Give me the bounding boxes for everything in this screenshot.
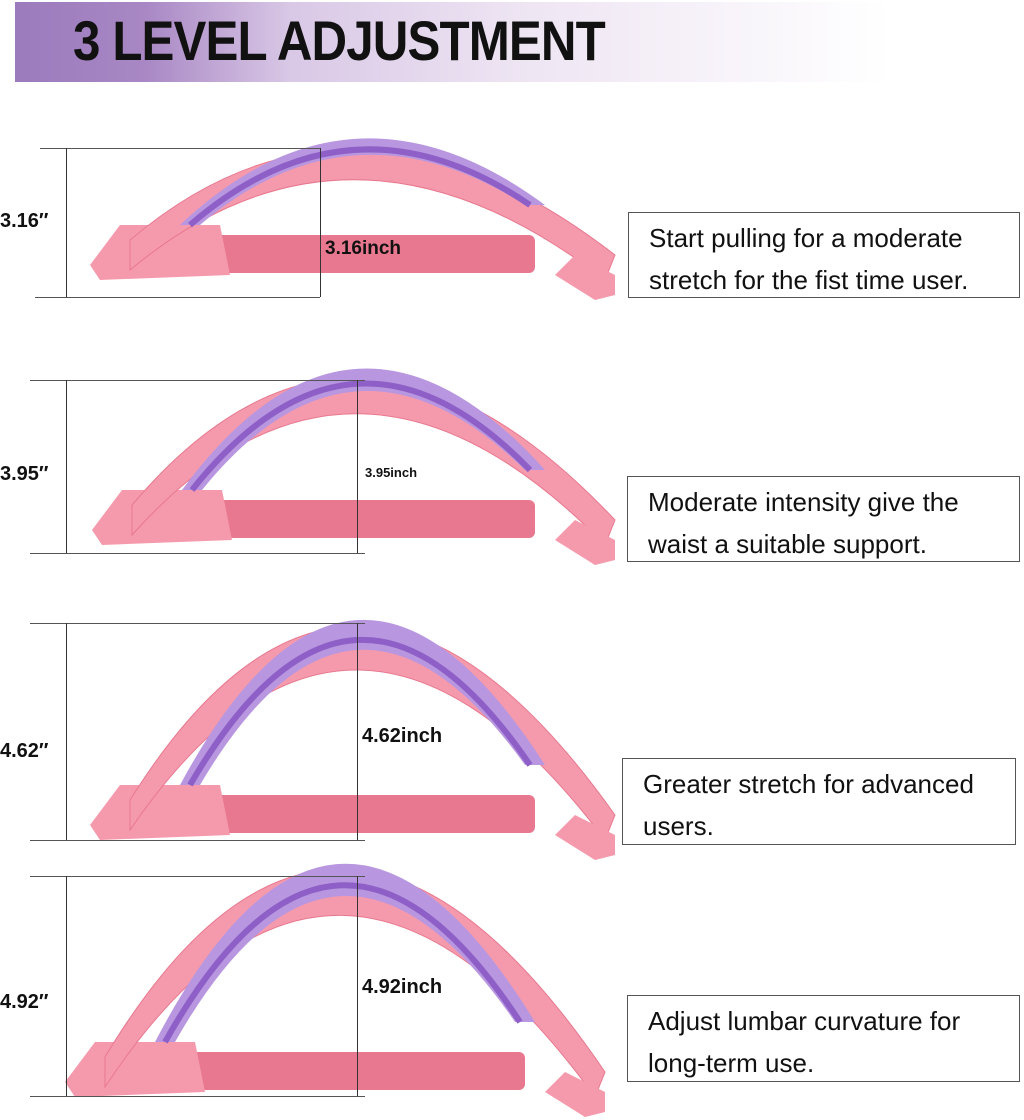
right-foot [555,255,615,300]
inner-height-label: 4.92inch [362,976,443,998]
purple-pad-edge [162,882,523,1044]
purple-pad [180,138,545,225]
base-bar [212,500,535,538]
height-label: 3.16″ [0,210,49,232]
description-box: Moderate intensity give the waist a suit… [627,476,1020,562]
right-foot [545,1072,605,1117]
dimension-line [357,623,358,840]
dimension-line [30,1096,365,1097]
inner-height-label: 4.62inch [362,725,443,747]
stretcher-image [65,863,606,1117]
title-banner: 3 LEVEL ADJUSTMENT [15,2,935,82]
dimension-line [35,297,320,298]
purple-pad [182,368,545,490]
description-box: Start pulling for a moderate stretch for… [628,212,1020,298]
dimension-line [66,623,67,840]
dimension-line [357,380,358,553]
dimension-line [30,623,365,624]
dimension-line [320,148,321,297]
left-foot [65,1042,205,1097]
dimension-line [66,876,67,1096]
base-bar [210,795,535,833]
arch-frame [129,625,616,842]
purple-pad [155,863,535,1042]
left-foot [90,785,230,840]
purple-pad-edge [187,637,533,787]
stretcher-image [90,619,616,860]
description-box: Adjust lumbar curvature for long-term us… [627,995,1020,1082]
page-title: 3 LEVEL ADJUSTMENT [73,9,606,72]
height-label: 4.92″ [0,991,49,1013]
inner-height-label: 3.95inch [365,465,418,480]
stretcher-image [90,138,616,300]
left-foot [90,225,230,280]
stretcher-image [92,368,616,565]
purple-pad [180,619,545,785]
inner-height-label: 3.16inch [325,238,402,259]
left-foot [92,490,232,545]
dimension-line [30,553,365,554]
height-label: 4.62″ [0,740,49,762]
height-label: 3.95″ [0,463,49,485]
dimension-line [30,840,365,841]
dimension-line [357,876,358,1096]
dimension-line [40,148,320,149]
right-foot [555,520,615,565]
dimension-line [66,380,67,553]
arch-frame [104,868,606,1099]
base-bar [210,235,535,273]
purple-pad-edge [188,146,532,228]
dimension-line [30,876,365,877]
dimension-line [30,380,365,381]
base-bar [185,1052,525,1090]
dimension-line [66,148,67,297]
right-foot [555,815,615,860]
description-box: Greater stretch for advanced users. [622,758,1016,845]
